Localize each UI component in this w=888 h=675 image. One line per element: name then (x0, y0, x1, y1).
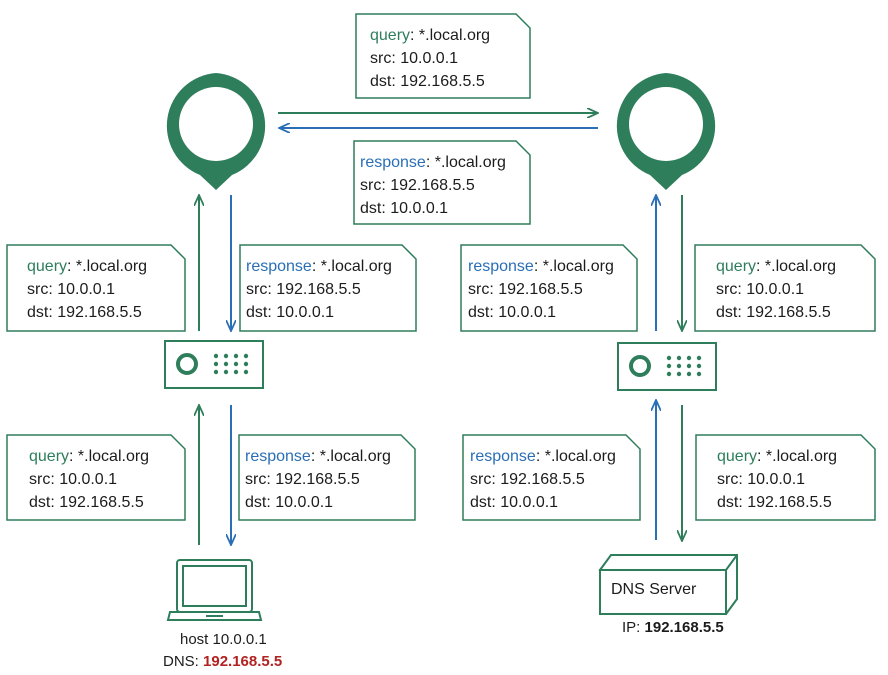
host-dns-line: DNS: 192.168.5.5 (163, 653, 282, 670)
dns-server-ip-prefix: IP: (622, 619, 645, 636)
host-dns-prefix: DNS: (163, 653, 204, 670)
keyword-response: response (245, 448, 311, 465)
note-shape-right-bot-response (462, 434, 641, 521)
note-dst: dst: 192.168.5.5 (717, 494, 832, 511)
note-src: src: 10.0.0.1 (27, 281, 116, 298)
note-dst: dst: 10.0.0.1 (470, 494, 559, 511)
host-dns-value: 192.168.5.5 (203, 653, 283, 670)
network-switch-icon-right (617, 342, 717, 391)
note-src: src: 192.168.5.5 (360, 177, 475, 194)
keyword-query: query (370, 27, 411, 44)
keyword-response: response (468, 258, 534, 275)
note-shape-left-mid-response (239, 244, 417, 332)
note-right-bot-response: response: *.local.org src: 192.168.5.5 d… (456, 435, 616, 514)
host-label: host 10.0.0.1 (180, 631, 267, 648)
note-src: src: 192.168.5.5 (246, 281, 361, 298)
server-box-icon (598, 554, 738, 616)
note-shape-right-mid-response (460, 244, 638, 332)
note-src: src: 10.0.0.1 (29, 471, 118, 488)
note-shape-right-mid-query (694, 244, 876, 332)
note-value: : *.local.org (69, 448, 150, 465)
keyword-query: query (27, 258, 68, 275)
note-src: src: 10.0.0.1 (370, 50, 459, 67)
note-src: src: 192.168.5.5 (245, 471, 360, 488)
keyword-query: query (716, 258, 757, 275)
note-value: : *.local.org (535, 448, 616, 465)
note-shape-left-bot-query (6, 434, 186, 521)
keyword-response: response (246, 258, 312, 275)
note-shape-top-query (355, 13, 531, 99)
note-top-response: response: *.local.org src: 192.168.5.5 d… (346, 141, 506, 220)
note-dst: dst: 192.168.5.5 (716, 304, 831, 321)
note-dst: dst: 192.168.5.5 (27, 304, 142, 321)
note-src: src: 192.168.5.5 (470, 471, 585, 488)
note-left-mid-response: response: *.local.org src: 192.168.5.5 d… (232, 245, 392, 324)
note-dst: dst: 10.0.0.1 (360, 200, 449, 217)
note-value: : *.local.org (425, 154, 506, 171)
note-dst: dst: 10.0.0.1 (245, 494, 334, 511)
note-shape-top-response (353, 140, 531, 225)
note-value: : *.local.org (757, 448, 838, 465)
note-right-mid-response: response: *.local.org src: 192.168.5.5 d… (454, 245, 614, 324)
note-dst: dst: 192.168.5.5 (29, 494, 144, 511)
note-src: src: 10.0.0.1 (716, 281, 805, 298)
keyword-response: response (360, 154, 426, 171)
note-value: : *.local.org (311, 258, 392, 275)
note-right-bot-query: query: *.local.org src: 10.0.0.1 dst: 19… (703, 435, 837, 514)
note-dst: dst: 10.0.0.1 (468, 304, 557, 321)
keyword-response: response (470, 448, 536, 465)
location-pin-icon-right (616, 73, 716, 190)
note-value: : *.local.org (410, 27, 491, 44)
dns-server-ip-value: 192.168.5.5 (644, 619, 724, 636)
note-value: : *.local.org (310, 448, 391, 465)
dns-server-ip-line: IP: 192.168.5.5 (622, 619, 724, 636)
network-switch-icon-left (164, 340, 264, 389)
note-shape-left-bot-response (238, 434, 416, 521)
note-dst: dst: 192.168.5.5 (370, 73, 485, 90)
note-dst: dst: 10.0.0.1 (246, 304, 335, 321)
dns-server-label: DNS Server (611, 581, 697, 598)
note-value: : *.local.org (756, 258, 837, 275)
location-pin-icon-left (166, 73, 266, 190)
note-src: src: 192.168.5.5 (468, 281, 583, 298)
note-right-mid-query: query: *.local.org src: 10.0.0.1 dst: 19… (702, 245, 836, 324)
keyword-query: query (29, 448, 70, 465)
note-left-bot-response: response: *.local.org src: 192.168.5.5 d… (231, 435, 391, 514)
note-shape-left-mid-query (6, 244, 186, 332)
note-left-mid-query: query: *.local.org src: 10.0.0.1 dst: 19… (13, 245, 147, 324)
note-src: src: 10.0.0.1 (717, 471, 806, 488)
note-top-query: query: *.local.org src: 10.0.0.1 dst: 19… (356, 14, 490, 93)
keyword-query: query (717, 448, 758, 465)
note-value: : *.local.org (533, 258, 614, 275)
laptop-icon (166, 559, 263, 621)
note-value: : *.local.org (67, 258, 148, 275)
note-left-bot-query: query: *.local.org src: 10.0.0.1 dst: 19… (15, 435, 149, 514)
note-shape-right-bot-query (695, 434, 876, 521)
